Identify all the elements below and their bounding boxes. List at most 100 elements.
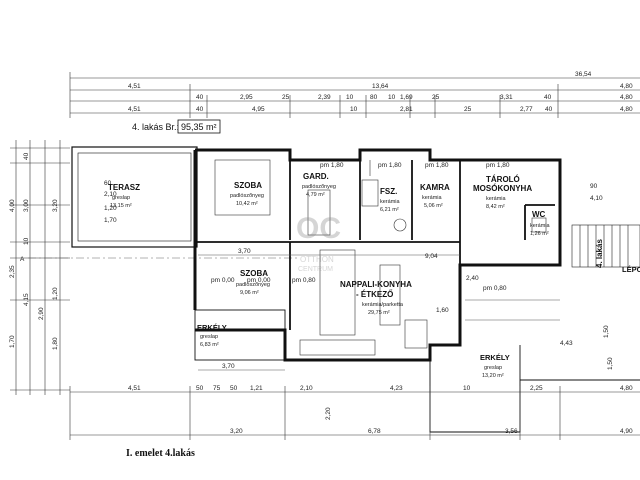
inner-walls bbox=[195, 150, 555, 330]
room-gard-sub2: 4,79 m² bbox=[306, 192, 325, 198]
dim-left-c: 1,70 bbox=[9, 335, 16, 348]
dim-left-h: 4,15 bbox=[23, 293, 30, 306]
room-szoba2-name: SZOBA bbox=[240, 269, 268, 278]
dim-left-a: 4,00 bbox=[9, 199, 16, 212]
top-dimension-texts: 36,54 4,51 13,64 4,80 40 2,95 25 2,39 10… bbox=[128, 71, 633, 113]
room-nappali-sub2: 29,75 m² bbox=[368, 310, 390, 316]
room-erkely1-sub2: 6,83 m² bbox=[200, 342, 219, 348]
furniture bbox=[214, 159, 547, 356]
dim-top-2c: 4,80 bbox=[620, 83, 633, 90]
room-szoba1-sub1: padlószőnyeg bbox=[230, 193, 264, 199]
room-terasz-name: TERASZ bbox=[108, 183, 140, 192]
dim-bottom-2d: 4,90 bbox=[620, 428, 633, 435]
room-wc-sub1: kerámia bbox=[530, 223, 551, 229]
watermark-logo: OC OTTHON CENTRUM bbox=[296, 212, 341, 273]
dim-top-3c: 25 bbox=[282, 94, 290, 101]
dim-top-3k: 40 bbox=[544, 94, 552, 101]
dim-top-4d: 10 bbox=[350, 106, 358, 113]
dim-inner-8: pm 0,00 bbox=[211, 277, 235, 284]
staircase bbox=[571, 224, 640, 268]
room-nappali-name: NAPPALI-KONYHA bbox=[340, 280, 412, 289]
dim-inner-19: 2,10 bbox=[104, 191, 117, 198]
dim-inner-11: 9,04 bbox=[425, 253, 438, 260]
apartment-label-text: 4. lakás Br.: bbox=[132, 122, 179, 132]
room-kamra-sub2: 5,06 m² bbox=[424, 203, 443, 209]
room-kamra-name: KAMRA bbox=[420, 183, 450, 192]
dim-top-3j: 3,31 bbox=[500, 94, 513, 101]
dim-bottom-1a: 4,51 bbox=[128, 385, 141, 392]
dim-bottom-1c: 75 bbox=[213, 385, 221, 392]
dim-top-3a: 40 bbox=[196, 94, 204, 101]
axis-marker-a: A bbox=[20, 256, 300, 263]
room-gard-sub1: padlószőnyeg bbox=[302, 184, 336, 190]
dim-top-3g: 10 bbox=[388, 94, 396, 101]
dim-inner-10: 3,70 bbox=[222, 363, 235, 370]
dim-top-4h: 40 bbox=[545, 106, 553, 113]
apartment-area: 95,35 m² bbox=[181, 122, 217, 132]
dim-inner-21: 1,70 bbox=[104, 217, 117, 224]
bottom-dimension-texts: 4,51 50 75 50 1,21 2,10 4,23 10 2,25 4,8… bbox=[128, 385, 633, 435]
room-szoba2-sub1: padlószőnyeg bbox=[236, 282, 270, 288]
dim-bottom-1g: 4,23 bbox=[390, 385, 403, 392]
dim-inner-12: 1,50 bbox=[603, 325, 610, 338]
dim-bottom-1i: 2,25 bbox=[530, 385, 543, 392]
dim-left-f: 3,20 bbox=[52, 199, 59, 212]
dim-bottom-2a: 3,20 bbox=[230, 428, 243, 435]
room-szoba2-sub2: 9,06 m² bbox=[240, 290, 259, 296]
dim-top-4b: 40 bbox=[196, 106, 204, 113]
room-wc-name: WC bbox=[532, 210, 546, 219]
room-erkely2-sub1: greslap bbox=[484, 365, 502, 371]
room-tarolo-name2: MOSÓKONYHA bbox=[473, 184, 532, 193]
room-fsz-name: FSZ. bbox=[380, 187, 397, 196]
room-tarolo-sub2: 8,42 m² bbox=[486, 204, 505, 210]
room-szoba1-name: SZOBA bbox=[234, 181, 262, 190]
dim-inner-17: 2,20 bbox=[325, 407, 332, 420]
dim-left-g: 10 bbox=[23, 237, 30, 245]
room-fsz-sub2: 6,21 m² bbox=[380, 207, 399, 213]
room-erkely1-name: ERKÉLY bbox=[197, 323, 227, 332]
dim-bottom-1f: 2,10 bbox=[300, 385, 313, 392]
dim-bottom-1h: 10 bbox=[463, 385, 471, 392]
room-kamra-sub1: kerámia bbox=[422, 195, 443, 201]
watermark-line2: CENTRUM bbox=[298, 266, 333, 273]
dim-inner-13: 2,40 bbox=[466, 275, 479, 282]
watermark-line1: OTTHON bbox=[300, 255, 334, 264]
dim-inner-16: 1,50 bbox=[607, 357, 614, 370]
dim-inner-14: 1,60 bbox=[436, 307, 449, 314]
dim-bottom-2b: 6,78 bbox=[368, 428, 381, 435]
dim-bottom-1d: 50 bbox=[230, 385, 238, 392]
room-fsz-sub1: kerámia bbox=[380, 199, 401, 205]
room-erkely1-sub1: greslap bbox=[200, 334, 218, 340]
dim-left-j: 1,20 bbox=[52, 287, 59, 300]
room-nappali-sub1: kerámia/parketta bbox=[362, 302, 404, 308]
room-tarolo-name: TÁROLÓ bbox=[486, 175, 520, 184]
inner-dimension-lines bbox=[198, 254, 560, 371]
dim-inner-20: 1,20 bbox=[104, 205, 117, 212]
dim-top-4e: 2,81 bbox=[400, 106, 413, 113]
dim-bottom-1e: 1,21 bbox=[250, 385, 263, 392]
dim-left-e: 3,00 bbox=[23, 199, 30, 212]
room-erkely2-name: ERKÉLY bbox=[480, 353, 510, 362]
room-szoba1-sub2: 10,42 m² bbox=[236, 201, 258, 207]
room-erkely2-sub2: 13,20 m² bbox=[482, 373, 504, 379]
room-nappali-name2: - ÉTKEZŐ bbox=[356, 290, 393, 299]
terrace-outline bbox=[71, 146, 198, 248]
watermark-letters: OC bbox=[296, 212, 341, 245]
dim-top-4c: 4,95 bbox=[252, 106, 265, 113]
svg-text:A: A bbox=[20, 256, 25, 263]
dim-top-3e: 10 bbox=[346, 94, 354, 101]
dim-inner-7: pm 0,00 bbox=[247, 277, 271, 284]
dim-left-i: 2,90 bbox=[38, 307, 45, 320]
dim-top-4i: 4,80 bbox=[620, 106, 633, 113]
dim-top-total: 36,54 bbox=[575, 71, 592, 78]
dim-bottom-1b: 50 bbox=[196, 385, 204, 392]
dim-left-d: 40 bbox=[23, 152, 30, 160]
dim-inner-22: 90 bbox=[590, 183, 598, 190]
apartment-side-label: 4. lakás bbox=[595, 239, 604, 268]
dim-inner-6: pm 0,80 bbox=[292, 277, 316, 284]
room-labels: TERASZ greslap 13,15 m² SZOBA padlószőny… bbox=[108, 172, 640, 379]
dim-top-4g: 2,77 bbox=[520, 106, 533, 113]
dim-top-3i: 25 bbox=[432, 94, 440, 101]
left-dimension-lines bbox=[10, 140, 70, 395]
